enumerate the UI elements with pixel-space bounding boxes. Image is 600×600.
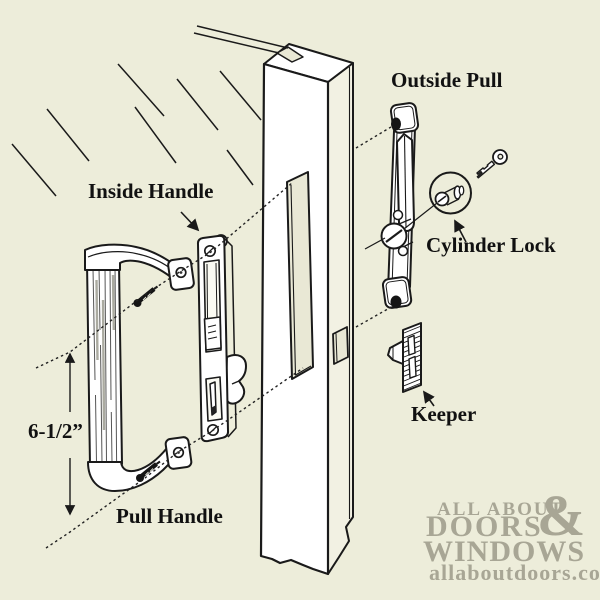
door-stile — [193, 25, 354, 576]
handle-top-bracket — [167, 257, 195, 291]
watermark-line3: WINDOWS — [423, 535, 586, 568]
alignment-dotted-lines — [35, 126, 394, 549]
handle-screw-top — [133, 285, 159, 307]
key-icon — [476, 149, 508, 179]
outside-pull-cylinder — [380, 209, 414, 257]
label-arrows — [180, 211, 467, 407]
glass-hatch-lines — [11, 63, 262, 197]
latch-hook — [225, 354, 247, 405]
inside-latch-mechanism — [196, 234, 247, 443]
glass-edge-line — [196, 25, 289, 49]
handle-screw-bottom — [136, 460, 161, 482]
outside-pull-top-post — [391, 117, 401, 131]
cylinder-lock-arrow — [454, 219, 467, 243]
keeper-hook — [387, 340, 404, 365]
stile-slot-cutout — [286, 171, 314, 380]
latch-lever-opening — [205, 376, 223, 422]
keeper-slot — [408, 355, 417, 379]
cylinder-axis-line — [364, 237, 386, 250]
pull-handle-label: Pull Handle — [116, 504, 223, 528]
glass-edge-line — [193, 32, 280, 54]
cylinder-lock-glyph — [434, 185, 465, 207]
grip-flutes — [92, 264, 118, 464]
keeper — [387, 322, 422, 393]
outside-pull — [380, 102, 420, 309]
outside-pull-label: Outside Pull — [391, 68, 503, 92]
keeper-slot — [407, 334, 416, 356]
dimension-label: 6-1/2” — [28, 419, 83, 443]
keeper-arrow — [422, 390, 435, 407]
watermark-ampersand: & — [537, 483, 586, 548]
grip-flute-shading — [95, 274, 115, 431]
outside-pull-bottom-post — [390, 295, 402, 309]
handle-bottom-bracket — [164, 436, 193, 470]
keeper-label: Keeper — [411, 402, 477, 426]
cylinder-lock-label: Cylinder Lock — [426, 233, 556, 257]
stile-side-hole — [332, 326, 349, 365]
cylinder-lock-detail — [364, 149, 508, 250]
cylinder-leader-line — [403, 202, 438, 230]
watermark-line2: DOORS — [426, 510, 543, 543]
pull-handle — [84, 243, 195, 492]
inside-handle-label: Inside Handle — [88, 179, 214, 203]
detail-circle — [429, 171, 472, 215]
glass-notch — [276, 46, 304, 63]
watermark-url: allaboutdoors.com — [429, 560, 600, 585]
watermark-line1: ALL ABOUT — [437, 499, 565, 520]
inside-handle-arrow — [180, 211, 200, 232]
latch-slider-channel — [203, 259, 222, 353]
